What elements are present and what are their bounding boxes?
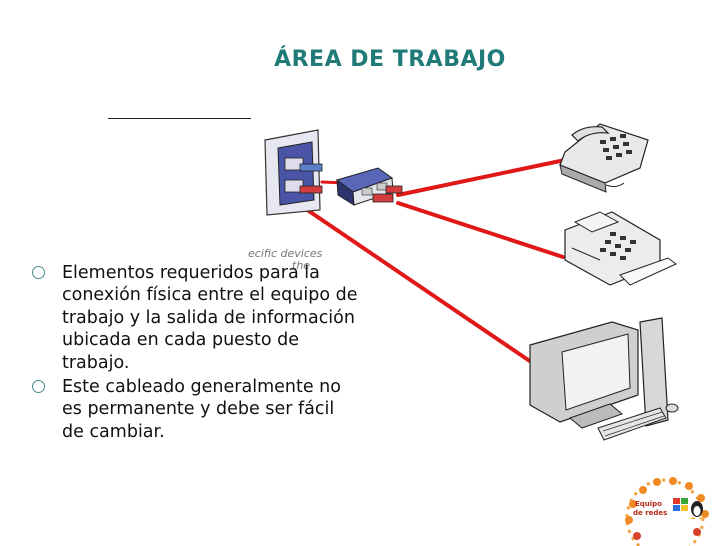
logo-line-1: Equipo	[635, 500, 662, 508]
cables	[298, 158, 567, 370]
bullet-text: Este cableado generalmente no es permane…	[62, 377, 341, 442]
wall-outlet-icon	[264, 129, 323, 216]
bullet-item: Elementos requeridos para la conexión fí…	[28, 262, 358, 374]
diagram-caption: ecific devices the	[248, 248, 322, 272]
penguin-icon	[690, 501, 704, 519]
cable-to-fax	[396, 201, 565, 259]
logo-line-2: de redes	[633, 509, 667, 517]
circle-bullet-icon	[32, 380, 45, 394]
telephone-icon	[559, 123, 649, 193]
bullet-text: Elementos requeridos para la conexión fí…	[62, 263, 358, 373]
circle-bullet-icon	[32, 266, 45, 279]
adapter-icon	[335, 167, 403, 206]
computer-icon	[529, 317, 679, 441]
bullet-list: Elementos requeridos para la conexión fí…	[28, 262, 358, 445]
title-underline	[108, 118, 251, 119]
cable-to-computer	[298, 203, 542, 370]
logo-label: Equipo de redes	[633, 500, 667, 517]
caption-line-2: the	[292, 259, 311, 272]
fax-icon	[564, 211, 677, 286]
caption-line-1: ecific devices	[248, 247, 323, 260]
windows-logo-icon	[673, 498, 688, 511]
people-ring-icon	[625, 477, 709, 546]
bullet-item: Este cableado generalmente no es permane…	[28, 376, 358, 443]
team-logo: Equipo de redes	[625, 477, 709, 546]
slide-title: ÁREA DE TRABAJO	[274, 47, 506, 72]
cable-to-telephone	[396, 158, 567, 197]
